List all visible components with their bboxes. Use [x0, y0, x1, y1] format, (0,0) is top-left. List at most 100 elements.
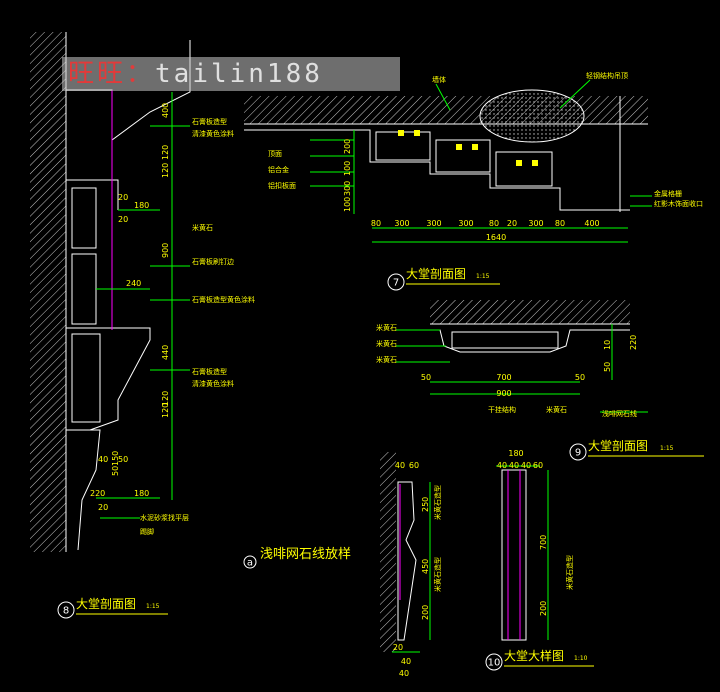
section-7-note: 铝扣板面: [268, 181, 296, 190]
section-9-note: 干挂结构: [488, 405, 516, 414]
section-8-profile: [66, 40, 191, 551]
section-10-dim-value: 200: [421, 605, 430, 620]
section-7-dim-value: 80: [489, 219, 499, 228]
section-9-dim-value: 900: [496, 389, 511, 398]
section-7-title: 大堂剖面图: [406, 267, 466, 281]
section-9-profile: [430, 329, 630, 353]
section-7-note: 铝合金: [268, 165, 289, 174]
section-7-dim-value: 300: [426, 219, 441, 228]
section-9-note: 米黄石: [546, 405, 567, 414]
section-10-wall: [380, 452, 396, 652]
section-8-dim-value: 440: [161, 345, 170, 360]
section-8-bubble: [57, 601, 75, 619]
section-10-profile-left: [397, 481, 417, 641]
section-9-dim-value: 700: [496, 373, 511, 382]
section-7-dim-line: [310, 79, 652, 243]
section-10-dim-value: 40: [401, 657, 411, 666]
section-10-dim-value: 40: [497, 461, 507, 470]
section-7-dim-value: 300: [394, 219, 409, 228]
section-7-dim-value: 300: [528, 219, 543, 228]
section-8-dim-value: 50: [111, 466, 120, 476]
section-10-dim-value: 40: [399, 669, 409, 678]
section-9-note: 米黄石: [376, 323, 397, 332]
section-10-dim-value: 60: [533, 461, 543, 470]
section-8-dim-value: 120: [161, 391, 170, 406]
section-7-ceiling-profile: [244, 96, 630, 212]
section-8-dim-value: 120: [161, 145, 170, 160]
section-7-note: 金属格栅: [654, 189, 682, 198]
section-8-note: 清漆黄色涂料: [192, 129, 234, 138]
section-7-dim-value: 20: [507, 219, 517, 228]
section-8-dim-value: 180: [134, 201, 149, 210]
section-8-note: 石膏板刷钉边: [192, 257, 234, 266]
section-8-note: 踢脚: [140, 527, 154, 536]
section-9-note: 浅啡网石线: [602, 409, 637, 418]
section-8-dim-value: 150: [111, 451, 120, 466]
section-8-number: 8: [63, 606, 69, 617]
section-8-note: 石膏板造型: [192, 367, 227, 376]
section-8-dim-line: [96, 92, 173, 500]
section-7-dim-total: 1640: [486, 233, 506, 242]
section-8-note: 水泥砂浆找平层: [140, 513, 189, 522]
section-7-note: 轻钢结构吊顶: [586, 71, 628, 80]
section-10-dim-value: 20: [393, 643, 403, 652]
section-9-number: 9: [575, 448, 581, 459]
section-9-dim-value: 220: [629, 335, 638, 350]
section-7-dim-value: 400: [584, 219, 599, 228]
section-7-dim-value: 100: [343, 161, 352, 176]
section-8-dim-value: 220: [90, 489, 105, 498]
detail-a-bubble: [243, 555, 257, 569]
section-8-note: 米黄石: [192, 223, 213, 232]
section-7-slab: [244, 89, 648, 143]
section-7-dim-value: 300: [458, 219, 473, 228]
section-7-fixtures: [398, 130, 538, 166]
section-10-dim-value: 200: [539, 601, 548, 616]
section-10-note: 米黄石造型: [433, 557, 442, 592]
section-10-dim-value: 700: [539, 535, 548, 550]
section-8-note: 石膏板造型: [192, 117, 227, 126]
section-9-bubble: [569, 443, 587, 461]
section-10-dim-value: 40: [509, 461, 519, 470]
section-8-dim-value: 20: [98, 503, 108, 512]
section-8-dim-value: 180: [134, 489, 149, 498]
section-10-number: 10: [488, 658, 501, 669]
section-9-note: 米黄石: [376, 355, 397, 364]
section-7-dim-value: 100: [343, 197, 352, 212]
section-8-dim-value: 20: [118, 193, 128, 202]
section-10-bubble: [485, 653, 503, 671]
watermark-shop: 旺旺：: [68, 59, 156, 89]
section-8-dim-value: 120: [161, 163, 170, 178]
detail-a-title: 浅啡网石线放样: [260, 547, 351, 562]
section-10-dim-value: 180: [508, 449, 523, 458]
section-8-scale: 1:15: [146, 603, 160, 610]
section-8-dim-value: 20: [118, 215, 128, 224]
section-9-dim-value: 50: [603, 362, 612, 372]
section-9-slab: [430, 300, 630, 325]
section-10-dim-value: 60: [409, 461, 419, 470]
section-8-dim-value: 40: [98, 455, 108, 464]
section-7-note: 红影木饰面收口: [654, 199, 703, 208]
section-9-note: 米黄石: [376, 339, 397, 348]
section-9-dim-value: 50: [575, 373, 585, 382]
watermark: 旺旺：tailin188: [62, 57, 400, 91]
section-9-dim-value: 50: [421, 373, 431, 382]
section-8-leaders: [100, 125, 190, 519]
section-8-dim-value: 50: [118, 455, 128, 464]
section-10-dim-value: 450: [421, 559, 430, 574]
section-10-note: 米黄石造型: [433, 485, 442, 520]
watermark-id: tailin188: [155, 59, 323, 89]
section-7-dim-value: 80: [555, 219, 565, 228]
section-8-title: 大堂剖面图: [76, 597, 136, 611]
section-7-number: 7: [393, 278, 399, 289]
section-9-dim-value: 10: [603, 340, 612, 350]
section-10-dim-line: [392, 465, 549, 653]
section-7-dim-value: 200: [343, 139, 352, 154]
section-10-note: 米黄石造型: [565, 555, 574, 590]
section-10-dim-value: 250: [421, 497, 430, 512]
section-9-title: 大堂剖面图: [588, 439, 648, 453]
section-10-scale: 1:10: [574, 655, 588, 662]
detail-a-number: a: [247, 558, 253, 569]
section-7-dim-value: 300: [343, 181, 352, 196]
